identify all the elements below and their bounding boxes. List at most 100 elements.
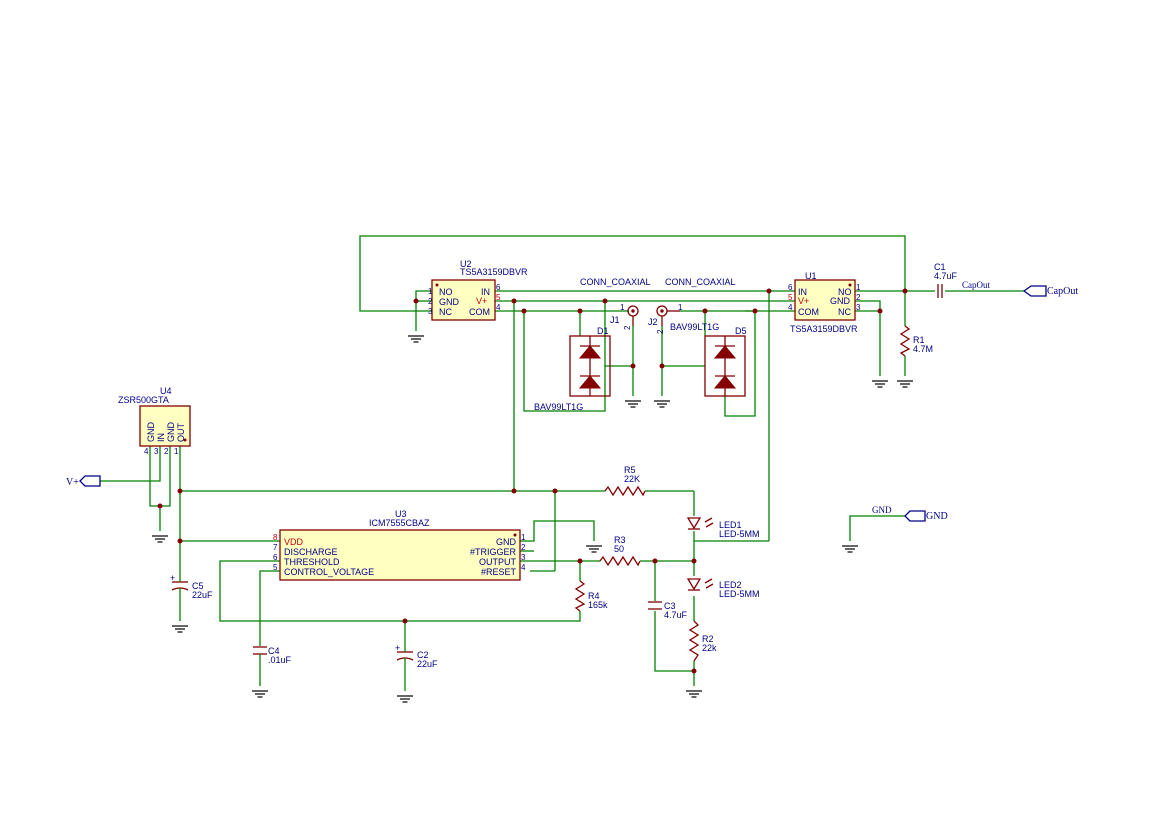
u2-pin3-num: 3 (428, 307, 433, 316)
d5-value: BAV99LT1G (670, 322, 719, 332)
r4-ref: R4 (588, 591, 600, 601)
j1-value: CONN_COAXIAL (580, 277, 651, 287)
svg-text:+: + (170, 573, 175, 583)
c4-value: .01uF (268, 655, 292, 665)
wires (100, 235, 1024, 691)
u4-pin4-num: 4 (144, 447, 149, 456)
u2-body (431, 279, 496, 321)
led2[interactable]: LED2 LED-5MM (686, 578, 760, 599)
j2-pin1: 1 (678, 303, 683, 312)
u4-pin1-num: 1 (174, 447, 179, 456)
u3-pin-trigger: #TRIGGER (470, 547, 517, 557)
u2-pin6-num: 6 (496, 283, 501, 292)
led1[interactable]: LED1 LED-5MM (686, 517, 760, 539)
u1-pin-in: IN (798, 287, 807, 297)
u1-value: TS5A3159DBVR (790, 324, 858, 334)
u1-pin-com: COM (798, 307, 819, 317)
u2-pin1-num: 1 (428, 287, 433, 296)
u1-pin6-num: 6 (788, 283, 793, 292)
j1-coax-connector[interactable]: CONN_COAXIAL 1 2 J1 (580, 277, 651, 330)
r5-value: 22K (624, 474, 640, 484)
c3-value: 4.7uF (664, 610, 688, 620)
r3-ref: R3 (614, 535, 626, 545)
u1-pin2-num: 2 (856, 293, 861, 302)
c5-capacitor[interactable]: + C5 22uF (170, 573, 213, 600)
u4-pin3-num: 3 (154, 447, 159, 456)
r1-ref: R1 (913, 335, 925, 345)
gnd-port[interactable]: GND (904, 510, 948, 522)
u1-ref: U1 (805, 271, 817, 281)
c2-value: 22uF (417, 659, 438, 669)
c5-ref: C5 (192, 581, 204, 591)
u3-value: ICM7555CBAZ (369, 518, 430, 528)
u2-pin5-num: 5 (496, 293, 501, 302)
u3-pin-gnd: GND (496, 537, 517, 547)
u2-pin-gnd: GND (439, 297, 460, 307)
u3-pin7-num: 7 (273, 543, 278, 552)
u1-pin5-num: 5 (788, 293, 793, 302)
u1-body (794, 279, 856, 321)
u1-pin-no: NO (838, 287, 852, 297)
j2-ref: J2 (648, 317, 658, 327)
c5-value: 22uF (192, 590, 213, 600)
u3-pin-threshold: THRESHOLD (284, 557, 340, 567)
u4-pin-gnd1: GND (146, 422, 156, 443)
r1-resistor[interactable]: R1 4.7M (899, 325, 933, 357)
u3-timer[interactable]: U3 ICM7555CBAZ 8 7 6 5 1 2 3 4 VDD DISCH… (273, 509, 526, 581)
d5-ref: D5 (735, 326, 747, 336)
r2-resistor[interactable]: R2 22k (688, 620, 717, 662)
u4-regulator[interactable]: U4 ZSR500GTA GND IN GND OUT 4 3 2 1 (118, 386, 191, 456)
r5-resistor[interactable]: R5 22K (604, 465, 646, 497)
gnd-port-label: GND (926, 511, 948, 522)
led2-ref: LED2 (719, 580, 742, 590)
c1-capacitor[interactable]: C1 4.7uF (934, 262, 958, 298)
u3-pin2-num: 2 (521, 543, 526, 552)
u2-analog-switch[interactable]: U2 TS5A3159DBVR 1 2 3 6 5 4 NO GND NC IN… (428, 259, 528, 321)
j1-pin1: 1 (620, 303, 625, 312)
d1-diode-pair[interactable]: D1 BAV99LT1G (534, 326, 611, 412)
j2-coax-connector[interactable]: CONN_COAXIAL 1 2 J2 BAV99LT1G (648, 277, 736, 334)
u3-pin1-num: 1 (521, 533, 526, 542)
u3-pin6-num: 6 (273, 553, 278, 562)
vplus-port[interactable]: V+ (66, 475, 101, 488)
d5-diode-pair[interactable]: D5 (704, 326, 747, 397)
capout-port-label: CapOut (1047, 286, 1078, 297)
c4-capacitor[interactable]: C4 .01uF (253, 646, 292, 666)
u3-pin3-num: 3 (521, 553, 526, 562)
svg-text:+: + (395, 643, 400, 653)
u1-analog-switch[interactable]: U1 6 5 4 1 2 3 IN V+ COM NO GND NC TS5A3… (788, 271, 861, 334)
u4-ref: U4 (160, 386, 172, 396)
led1-value: LED-5MM (719, 529, 760, 539)
capout-port[interactable]: CapOut (1022, 285, 1078, 297)
c3-capacitor[interactable]: C3 4.7uF (648, 601, 688, 620)
u1-pin4-num: 4 (788, 303, 793, 312)
u2-pin-in: IN (481, 287, 490, 297)
u2-pin-nc: NC (439, 307, 452, 317)
u3-pin-reset: #RESET (481, 567, 517, 577)
u3-pin8-num: 8 (273, 533, 278, 542)
u1-pin-vplus: V+ (798, 296, 809, 306)
u4-pin-in: IN (156, 433, 166, 442)
capout-net-label: CapOut (962, 280, 990, 290)
vplus-port-label: V+ (66, 477, 79, 488)
u4-value: ZSR500GTA (118, 395, 169, 405)
c1-ref: C1 (934, 262, 946, 272)
junctions (157, 288, 908, 674)
u1-pin1-num: 1 (856, 283, 861, 292)
r3-resistor[interactable]: R3 50 (599, 535, 641, 567)
d1-ref: D1 (597, 326, 609, 336)
r2-ref: R2 (702, 634, 714, 644)
r3-value: 50 (614, 544, 624, 554)
u4-pin2-num: 2 (164, 447, 169, 456)
u1-pin-nc: NC (838, 307, 851, 317)
r5-ref: R5 (624, 465, 636, 475)
r4-value: 165k (588, 600, 608, 610)
r4-resistor[interactable]: R4 165k (574, 580, 608, 612)
led2-value: LED-5MM (719, 589, 760, 599)
c2-capacitor[interactable]: + C2 22uF (395, 643, 438, 669)
d1-value: BAV99LT1G (534, 402, 583, 412)
j1-ref: J1 (610, 315, 620, 325)
u2-pin-com: COM (469, 307, 490, 317)
u2-pin4-num: 4 (496, 303, 501, 312)
